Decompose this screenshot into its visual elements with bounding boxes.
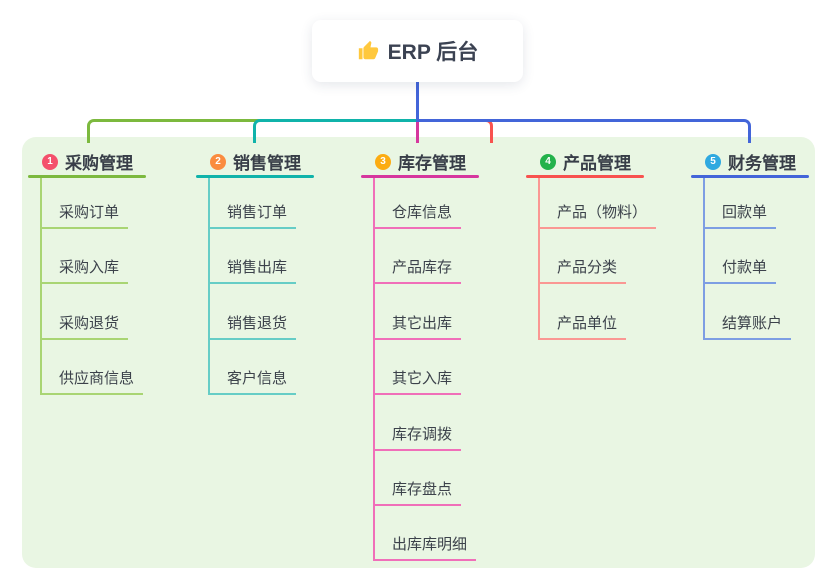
branch-items: 仓库信息产品库存其它出库其它入库库存调拨库存盘点出库库明细	[373, 178, 491, 562]
branch-item[interactable]: 采购退货	[42, 284, 129, 340]
branch-title-row[interactable]: 1 采购管理	[28, 148, 158, 175]
branch-item-label: 销售出库	[227, 259, 288, 277]
branch-item-label: 回款单	[722, 204, 768, 221]
branch-item[interactable]: 销售出库	[210, 229, 297, 285]
branch-item[interactable]: 回款单	[705, 178, 777, 229]
branch-item-label: 库存盘点	[392, 480, 453, 498]
connector-branch-3	[416, 122, 419, 143]
root-trunk-line	[416, 82, 419, 122]
branch-column-1: 1 采购管理采购订单采购入库采购退货供应商信息	[28, 148, 158, 396]
branch-item-label: 其它入库	[392, 370, 453, 388]
branch-item-label: 产品单位	[557, 314, 618, 332]
branch-item[interactable]: 供应商信息	[42, 340, 144, 396]
branch-title: 财务管理	[728, 154, 796, 173]
branch-number-badge: 4	[540, 153, 556, 170]
branch-item[interactable]: 库存盘点	[375, 451, 462, 506]
branch-item[interactable]: 采购入库	[42, 229, 129, 285]
branch-column-3: 3 库存管理仓库信息产品库存其它出库其它入库库存调拨库存盘点出库库明细	[361, 148, 491, 562]
connector-branch-5	[418, 119, 751, 143]
branch-item-label: 产品（物料）	[557, 204, 648, 221]
branch-item[interactable]: 采购订单	[42, 178, 129, 229]
branch-item-label: 库存调拨	[392, 425, 453, 443]
branch-title-row[interactable]: 3 库存管理	[361, 148, 491, 175]
branch-title-row[interactable]: 2 销售管理	[196, 148, 326, 175]
branch-title-row[interactable]: 4 产品管理	[526, 148, 656, 175]
branch-number-badge: 1	[42, 153, 58, 170]
branch-item[interactable]: 其它出库	[375, 284, 462, 340]
branch-item[interactable]: 客户信息	[210, 340, 297, 396]
branch-item[interactable]: 产品分类	[540, 229, 627, 285]
branch-item[interactable]: 产品库存	[375, 229, 462, 285]
branch-items: 回款单付款单结算账户	[703, 178, 821, 340]
branch-item-label: 出库库明细	[392, 536, 468, 554]
connector-branch-2	[253, 119, 418, 143]
branch-column-4: 4 产品管理产品（物料） 产品分类产品单位	[526, 148, 657, 340]
branch-item-label: 仓库信息	[392, 204, 453, 221]
branch-number-badge: 3	[375, 153, 391, 170]
branch-title-underline	[361, 175, 479, 178]
branch-title: 库存管理	[398, 154, 466, 173]
branch-number-badge: 5	[705, 153, 721, 170]
branch-item-label: 结算账户	[722, 314, 783, 332]
branch-item-label: 产品分类	[557, 259, 618, 277]
branch-item[interactable]: 销售订单	[210, 178, 297, 229]
branch-item-label: 销售退货	[227, 314, 288, 332]
branch-item[interactable]: 付款单	[705, 229, 777, 285]
branch-item[interactable]: 仓库信息	[375, 178, 462, 229]
branch-items: 产品（物料） 产品分类产品单位	[538, 178, 657, 340]
branch-title-underline	[691, 175, 809, 178]
branch-item-label: 供应商信息	[59, 370, 135, 388]
branch-item[interactable]: 产品单位	[540, 284, 627, 340]
branch-item[interactable]: 结算账户	[705, 284, 792, 340]
branch-item-label: 采购订单	[59, 204, 120, 221]
branch-column-5: 5 财务管理回款单付款单结算账户	[691, 148, 821, 340]
branch-item-label: 付款单	[722, 259, 768, 277]
branch-title: 采购管理	[65, 154, 133, 173]
branch-item[interactable]: 其它入库	[375, 340, 462, 396]
branch-item-label: 采购退货	[59, 314, 120, 332]
branch-title-underline	[526, 175, 644, 178]
branch-title-row[interactable]: 5 财务管理	[691, 148, 821, 175]
branch-item[interactable]: 出库库明细	[375, 506, 477, 562]
root-node[interactable]: ERP 后台	[312, 20, 523, 82]
branch-item[interactable]: 销售退货	[210, 284, 297, 340]
branch-item-label: 销售订单	[227, 204, 288, 221]
branch-items: 销售订单销售出库销售退货客户信息	[208, 178, 326, 396]
branch-column-2: 2 销售管理销售订单销售出库销售退货客户信息	[196, 148, 326, 396]
branch-item[interactable]: 产品（物料）	[540, 178, 657, 229]
branch-number-badge: 2	[210, 153, 226, 170]
branch-title: 产品管理	[563, 154, 631, 173]
branch-item[interactable]: 库存调拨	[375, 395, 462, 451]
branches-panel	[22, 137, 815, 568]
branch-item-label: 客户信息	[227, 370, 288, 388]
branch-item-label: 其它出库	[392, 314, 453, 332]
branch-title-underline	[196, 175, 314, 178]
branch-title-underline	[28, 175, 146, 178]
branch-item-label: 产品库存	[392, 259, 453, 277]
root-title: ERP 后台	[387, 41, 479, 64]
branch-items: 采购订单采购入库采购退货供应商信息	[40, 178, 158, 396]
connector-branch-1	[87, 119, 418, 143]
thumbs-up-icon	[358, 40, 378, 60]
branch-title: 销售管理	[233, 154, 301, 173]
branch-item-label: 采购入库	[59, 259, 120, 277]
